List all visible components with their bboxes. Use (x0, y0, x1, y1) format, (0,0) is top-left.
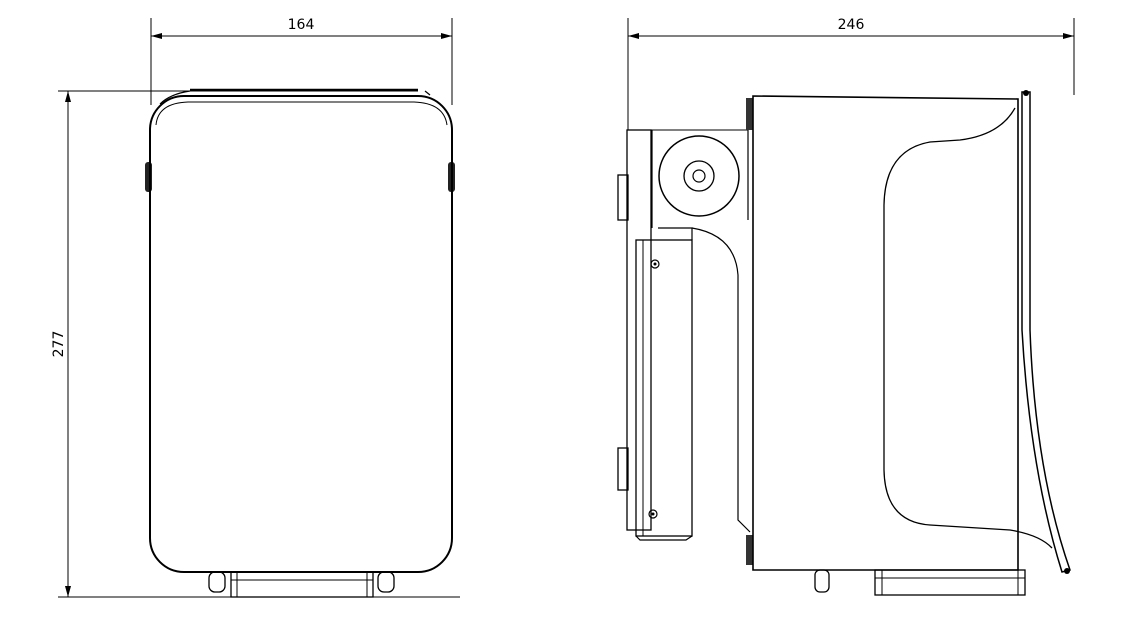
side-view: 246 (617, 17, 1075, 596)
mounting-arm (635, 227, 751, 541)
front-height-dimension: 277 (51, 90, 460, 598)
hinge (651, 130, 749, 228)
wall-bracket (617, 129, 748, 531)
front-width-dimension: 164 (150, 17, 453, 105)
front-bottom-connectors (208, 571, 395, 598)
side-depth-label: 246 (838, 17, 865, 33)
front-width-label: 164 (288, 17, 315, 33)
side-body (746, 90, 1071, 574)
front-view: 164 277 (51, 17, 460, 598)
front-body (149, 95, 453, 573)
side-bottom-connectors (814, 569, 1026, 596)
front-height-label: 277 (51, 331, 67, 358)
side-depth-dimension: 246 (627, 17, 1075, 130)
